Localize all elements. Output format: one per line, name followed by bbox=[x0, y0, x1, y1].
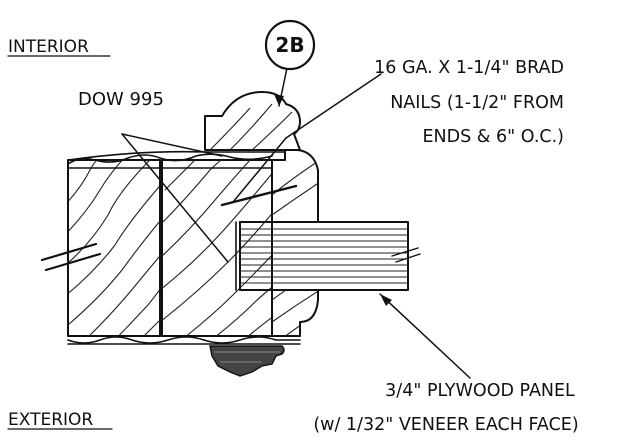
wood-grain-moulding bbox=[209, 103, 293, 150]
plywood-plies bbox=[240, 228, 408, 284]
plywood-panel bbox=[235, 221, 421, 291]
nails-label-line3: ENDS & 6" O.C.) bbox=[423, 127, 565, 147]
panel-label-line2: (w/ 1/32" VENEER EACH FACE) bbox=[313, 415, 578, 435]
nails-label-line2: NAILS (1-1/2" FROM bbox=[390, 93, 564, 113]
wood-grain-left bbox=[68, 160, 160, 336]
nails-label-line1: 16 GA. X 1-1/4" BRAD bbox=[374, 58, 564, 78]
top-moulding bbox=[204, 91, 301, 151]
detail-tag: 2B bbox=[264, 19, 316, 71]
panel-label-line1: 3/4" PLYWOOD PANEL bbox=[385, 381, 575, 401]
bottom-gasket bbox=[209, 345, 285, 377]
exterior-label: EXTERIOR bbox=[8, 410, 93, 430]
leader-lines bbox=[121, 67, 471, 379]
frame-member-left bbox=[67, 159, 161, 337]
break-line-left bbox=[40, 242, 102, 272]
sealant-label: DOW 995 bbox=[78, 89, 164, 110]
brad-nail bbox=[220, 184, 298, 207]
sealant-bead-top bbox=[67, 150, 286, 169]
detail-tag-label: 2B bbox=[275, 33, 304, 57]
interior-label: INTERIOR bbox=[8, 37, 89, 57]
bottom-edge-strip bbox=[67, 335, 301, 345]
